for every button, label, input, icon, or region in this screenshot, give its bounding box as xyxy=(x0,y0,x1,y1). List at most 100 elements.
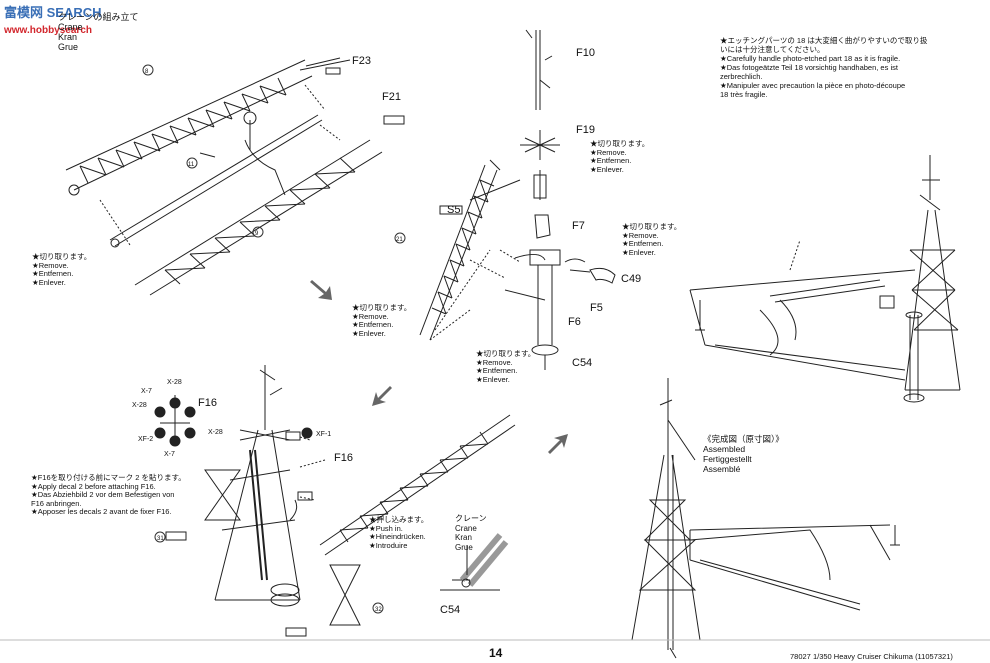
remove-en: ★Remove. xyxy=(622,230,659,240)
mast-subassembly xyxy=(419,29,616,370)
decal-x28-right: X-28 xyxy=(208,429,223,436)
part-f6-label: F6 xyxy=(568,316,581,328)
watermark-brand-cn: 富模网 xyxy=(4,5,44,20)
part-f21-label: F21 xyxy=(382,91,401,103)
part-c54-label: C54 xyxy=(572,357,593,369)
remove-fr: ★Enlever. xyxy=(476,374,510,384)
watermark-logo: 富模网 SEARCH www.hobbysearch xyxy=(4,2,102,36)
push-jp: ★押し込みます。 xyxy=(369,515,429,524)
push-fr: ★Introduire xyxy=(369,540,408,550)
remove-fr: ★Enlever. xyxy=(32,277,66,287)
crane-assembly-right xyxy=(689,155,961,403)
push-de: ★Hineindrücken. xyxy=(369,532,426,542)
step3-callouts xyxy=(154,531,384,614)
caution-line-7: 18 très fragile. xyxy=(720,90,768,99)
caution-line-6: ★Manipuler avec precaution la pièce en p… xyxy=(720,81,906,90)
step1-title: クレーンの組み立て Crane Kran Grue xyxy=(58,12,139,52)
caution-line-1: ★エッチングパーツの 18 は大変細く曲がりやすいので取り扱 xyxy=(720,36,928,45)
decal-x28-left: X-28 xyxy=(132,402,147,409)
callout-9: 9 xyxy=(255,231,259,237)
part-f19-label: F19 xyxy=(576,124,595,136)
decal-note-en: ★Apply decal 2 before attaching F16. xyxy=(31,481,156,491)
remove-de: ★Entfernen. xyxy=(352,320,394,330)
assembled-jp: 《完成図（原寸図）》 xyxy=(703,434,784,444)
caution-line-5: zerbrechlich. xyxy=(720,72,763,81)
push-en: ★Push in. xyxy=(369,523,403,533)
part-f16-label-a: F16 xyxy=(198,397,217,409)
decal-instruction-note: ★F16を取り付ける前にマーク 2 を貼ります。 ★Apply decal 2 … xyxy=(31,473,186,517)
decal-x7-top: X-7 xyxy=(141,388,152,395)
crane-detail-inset xyxy=(440,533,509,591)
remove-fr: ★Enlever. xyxy=(622,247,656,257)
callout-8: 8 xyxy=(145,69,149,75)
watermark-brand: SEARCH xyxy=(46,5,102,20)
step1-remove-note: ★切り取ります。 ★Remove. ★Entfernen. ★Enlever. xyxy=(32,252,92,287)
remove-jp: ★切り取ります。 xyxy=(32,252,92,261)
caution-line-3: ★Carefully handle photo-etched part 18 a… xyxy=(720,54,901,63)
caution-line-4: ★Das fotogeätzte Teil 18 vorsichtig hand… xyxy=(720,63,898,72)
part-s5-label: S5 xyxy=(447,204,461,216)
callout-32: 32 xyxy=(375,607,382,613)
remove-de: ★Entfernen. xyxy=(622,239,664,249)
decal-note-fr: ★Apposer les decals 2 avant de fixer F16… xyxy=(31,507,172,517)
watermark-url: www.hobbysearch xyxy=(4,25,92,36)
remove-jp: ★切り取ります。 xyxy=(476,349,536,358)
decal-note-de-2: F16 anbringen. xyxy=(31,498,82,508)
callout-11: 11 xyxy=(188,162,195,168)
crane-en: Crane xyxy=(455,523,477,533)
decal-x7-bottom: X-7 xyxy=(164,451,175,458)
caution-note: ★エッチングパーツの 18 は大変細く曲がりやすいので取り扱 いには十分注意して… xyxy=(720,36,927,99)
assembled-en: Assembled xyxy=(703,444,746,454)
remove-fr: ★Enlever. xyxy=(352,328,386,338)
part-f10-label: F10 xyxy=(576,47,595,59)
crane-boom-parts xyxy=(65,57,405,296)
step1-title-en: Crane xyxy=(58,22,83,32)
decal-x28-top: X-28 xyxy=(167,379,182,386)
part-c54-label-inset: C54 xyxy=(440,604,461,616)
remove-jp: ★切り取ります。 xyxy=(590,139,650,148)
step2-remove-note-d: ★切り取ります。 ★Remove. ★Entfernen. ★Enlever. xyxy=(476,349,536,384)
part-f23-label: F23 xyxy=(352,55,371,67)
remove-de: ★Entfernen. xyxy=(32,269,74,279)
mast-lattice-assembly xyxy=(165,365,516,637)
crane-fr: Grue xyxy=(455,542,473,552)
remove-de: ★Entfernen. xyxy=(476,366,518,376)
assembled-drawing xyxy=(631,378,900,659)
step2-remove-note-b: ★切り取ります。 ★Remove. ★Entfernen. ★Enlever. xyxy=(622,222,682,257)
push-in-note: ★押し込みます。 ★Push in. ★Hineindrücken. ★Intr… xyxy=(369,515,429,550)
decal-placement-diagram xyxy=(154,395,313,447)
callout-31: 31 xyxy=(157,536,164,542)
part-f7-label: F7 xyxy=(572,220,585,232)
step1-title-de: Kran xyxy=(58,32,78,42)
part-c49-label: C49 xyxy=(621,273,642,285)
product-info: 78027 1/350 Heavy Cruiser Chikuma (11057… xyxy=(790,652,953,661)
remove-jp: ★切り取ります。 xyxy=(352,303,412,312)
callout-21: 21 xyxy=(396,237,403,243)
caution-line-2: いには十分注意してください。 xyxy=(720,45,825,54)
assembled-label: 《完成図（原寸図）》 Assembled Fertiggestellt Asse… xyxy=(703,434,784,474)
remove-en: ★Remove. xyxy=(352,311,389,321)
remove-de: ★Entfernen. xyxy=(590,156,632,166)
decal-xf1: XF-1 xyxy=(316,431,332,438)
decal-xf2: XF-2 xyxy=(138,436,154,443)
step1-title-fr: Grue xyxy=(58,42,79,52)
crane-de: Kran xyxy=(455,533,472,542)
remove-en: ★Remove. xyxy=(590,147,627,157)
page-number: 14 xyxy=(489,646,503,660)
assembled-de: Fertiggestellt xyxy=(703,454,752,464)
remove-fr: ★Enlever. xyxy=(590,164,624,174)
step2-remove-note-c: ★切り取ります。 ★Remove. ★Entfernen. ★Enlever. xyxy=(352,303,412,338)
step1-title-jp: クレーンの組み立て xyxy=(58,12,139,22)
part-f16-label-b: F16 xyxy=(334,452,353,464)
part-f5-label: F5 xyxy=(590,302,603,314)
remove-jp: ★切り取ります。 xyxy=(622,222,682,231)
step2-remove-note-a: ★切り取ります。 ★Remove. ★Entfernen. ★Enlever. xyxy=(590,139,650,174)
remove-en: ★Remove. xyxy=(476,357,513,367)
crane-jp: クレーン xyxy=(455,514,487,523)
remove-en: ★Remove. xyxy=(32,260,69,270)
assembled-fr: Assemblé xyxy=(703,464,741,474)
step-arrows xyxy=(310,280,568,454)
step1-callouts xyxy=(142,64,264,238)
